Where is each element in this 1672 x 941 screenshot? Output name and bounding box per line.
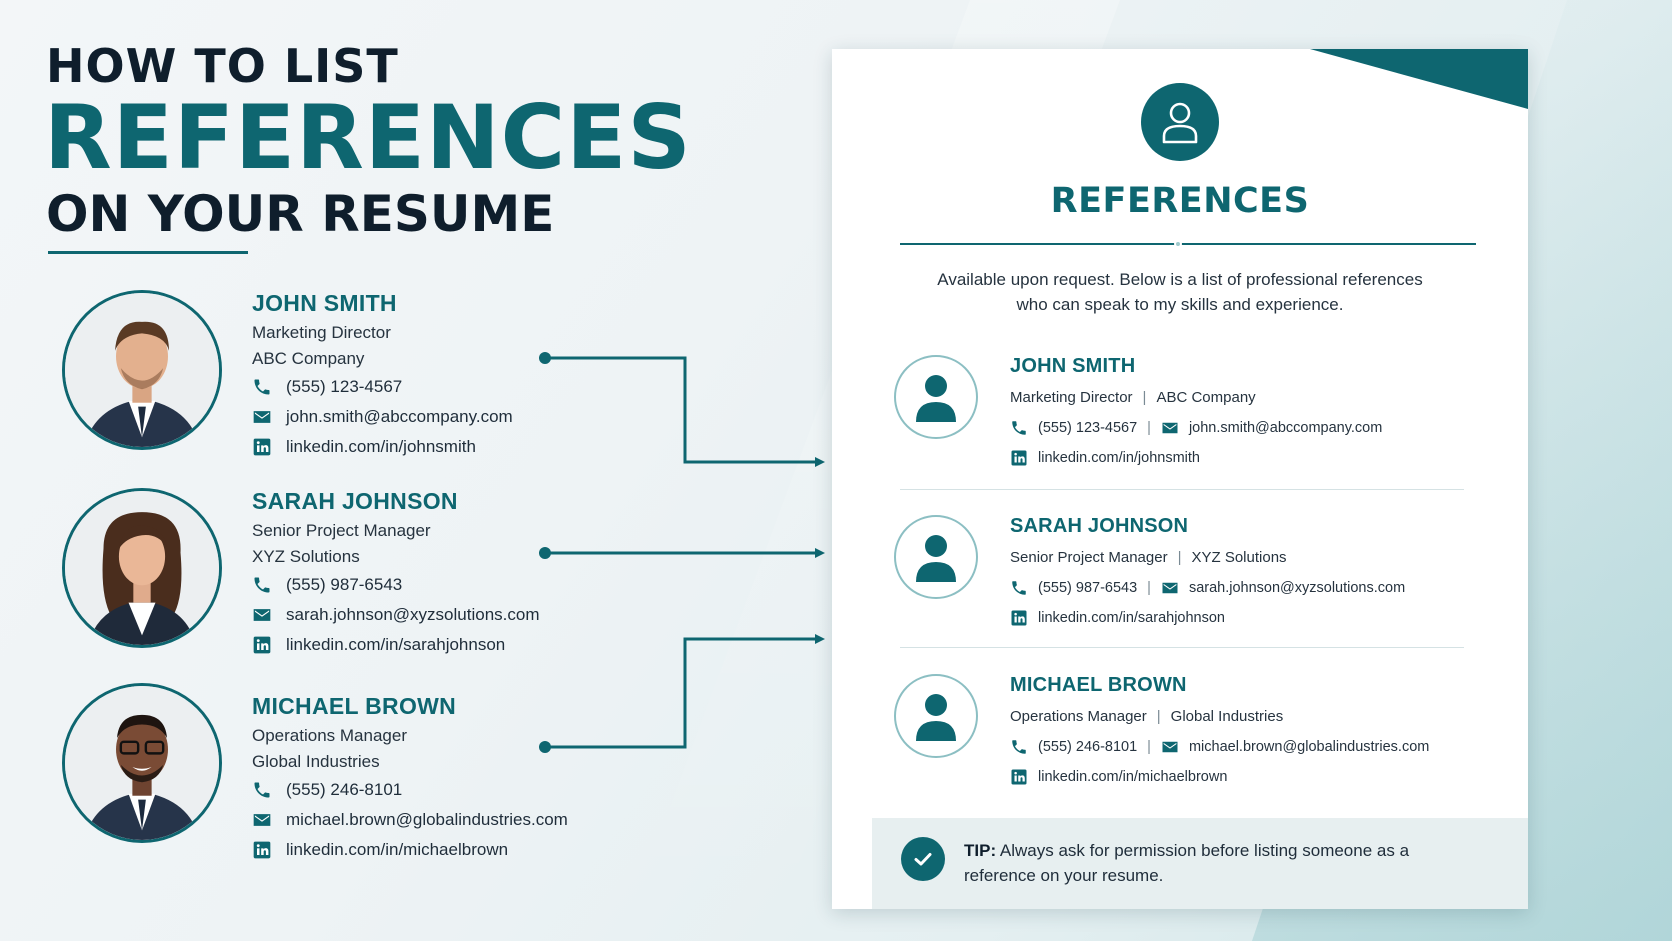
linkedin-icon bbox=[252, 635, 272, 655]
person-phone: (555) 123-4567 bbox=[252, 372, 652, 402]
reference-divider bbox=[900, 647, 1464, 648]
person-linkedin[interactable]: linkedin.com/in/sarahjohnson bbox=[252, 630, 652, 660]
tip-box: TIP: Always ask for permission before li… bbox=[872, 818, 1528, 909]
reference-contact-row: (555) 246-8101 | michael.brown@globalind… bbox=[1010, 732, 1480, 762]
reference-contact-row: (555) 123-4567 | john.smith@abccompany.c… bbox=[1010, 413, 1480, 443]
person-name: JOHN SMITH bbox=[252, 290, 397, 316]
reference-linkedin[interactable]: linkedin.com/in/johnsmith bbox=[1010, 443, 1480, 473]
phone-icon bbox=[252, 377, 272, 397]
title-line-1: HOW TO LIST bbox=[46, 39, 399, 93]
linkedin-icon bbox=[1010, 768, 1028, 786]
card-rule-dot bbox=[1174, 240, 1182, 248]
phone-icon bbox=[1010, 419, 1028, 437]
person-title: Operations Manager bbox=[252, 726, 407, 745]
email-icon bbox=[1161, 579, 1179, 597]
person-email[interactable]: sarah.johnson@xyzsolutions.com bbox=[252, 600, 652, 630]
email-icon bbox=[252, 605, 272, 625]
reference-email[interactable]: john.smith@abccompany.com bbox=[1188, 420, 1383, 436]
email-icon bbox=[1161, 738, 1179, 756]
person-phone: (555) 246-8101 bbox=[252, 775, 652, 805]
email-icon bbox=[1161, 419, 1179, 437]
user-icon bbox=[1141, 83, 1219, 161]
linkedin-icon bbox=[252, 840, 272, 860]
person-company: Global Industries bbox=[252, 752, 380, 771]
portrait-man-icon bbox=[65, 293, 219, 447]
reference-info: JOHN SMITH Marketing Director | ABC Comp… bbox=[1010, 355, 1480, 473]
email-icon bbox=[252, 810, 272, 830]
person-company: XYZ Solutions bbox=[252, 547, 360, 566]
person-info: JOHN SMITH Marketing Director ABC Compan… bbox=[252, 290, 652, 462]
check-icon bbox=[901, 837, 945, 881]
phone-icon bbox=[1010, 738, 1028, 756]
reference-email[interactable]: sarah.johnson@xyzsolutions.com bbox=[1188, 580, 1406, 596]
photo-sarah-johnson bbox=[62, 488, 222, 648]
portrait-man-glasses-icon bbox=[65, 686, 219, 840]
user-silhouette-icon bbox=[894, 355, 978, 439]
reference-linkedin[interactable]: linkedin.com/in/michaelbrown bbox=[1010, 762, 1480, 792]
user-silhouette-icon bbox=[894, 674, 978, 758]
reference-info: SARAH JOHNSON Senior Project Manager | X… bbox=[1010, 515, 1480, 633]
resume-references-card: REFERENCES Available upon request. Below… bbox=[832, 49, 1528, 909]
person-linkedin[interactable]: linkedin.com/in/michaelbrown bbox=[252, 835, 652, 865]
person-linkedin[interactable]: linkedin.com/in/johnsmith bbox=[252, 432, 652, 462]
tip-text: TIP: Always ask for permission before li… bbox=[964, 838, 1444, 888]
person-title: Senior Project Manager bbox=[252, 521, 431, 540]
reference-name: SARAH JOHNSON bbox=[1010, 515, 1189, 537]
photo-michael-brown bbox=[62, 683, 222, 843]
tip-body: Always ask for permission before listing… bbox=[964, 841, 1410, 885]
person-phone: (555) 987-6543 bbox=[252, 570, 652, 600]
reference-contact-row: (555) 987-6543 | sarah.johnson@xyzsoluti… bbox=[1010, 573, 1480, 603]
photo-john-smith bbox=[62, 290, 222, 450]
page-title: HOW TO LIST REFERENCES ON YOUR RESUME bbox=[44, 39, 692, 244]
linkedin-icon bbox=[252, 437, 272, 457]
card-title: REFERENCES bbox=[1050, 181, 1310, 221]
user-silhouette-icon bbox=[894, 515, 978, 599]
person-name: MICHAEL BROWN bbox=[252, 693, 457, 719]
reference-email[interactable]: michael.brown@globalindustries.com bbox=[1188, 739, 1430, 755]
phone-icon bbox=[1010, 579, 1028, 597]
title-line-2: REFERENCES bbox=[44, 86, 692, 189]
reference-name: MICHAEL BROWN bbox=[1010, 674, 1187, 696]
email-icon bbox=[252, 407, 272, 427]
reference-role: Senior Project Manager | XYZ Solutions bbox=[1010, 549, 1287, 566]
reference-role: Operations Manager | Global Industries bbox=[1010, 708, 1284, 725]
reference-role: Marketing Director | ABC Company bbox=[1010, 389, 1256, 406]
linkedin-icon bbox=[1010, 449, 1028, 467]
title-line-3: ON YOUR RESUME bbox=[46, 185, 555, 243]
tip-label: TIP: bbox=[964, 841, 997, 860]
reference-name: JOHN SMITH bbox=[1010, 355, 1136, 377]
linkedin-icon bbox=[1010, 609, 1028, 627]
person-info: MICHAEL BROWN Operations Manager Global … bbox=[252, 693, 652, 865]
reference-info: MICHAEL BROWN Operations Manager | Globa… bbox=[1010, 674, 1480, 792]
card-corner-accent bbox=[1310, 49, 1528, 109]
person-info: SARAH JOHNSON Senior Project Manager XYZ… bbox=[252, 488, 652, 660]
person-email[interactable]: john.smith@abccompany.com bbox=[252, 402, 652, 432]
card-intro: Available upon request. Below is a list … bbox=[937, 270, 1423, 314]
reference-linkedin[interactable]: linkedin.com/in/sarahjohnson bbox=[1010, 603, 1480, 633]
card-title-rule bbox=[900, 243, 1476, 245]
person-name: SARAH JOHNSON bbox=[252, 488, 458, 514]
reference-divider bbox=[900, 489, 1464, 490]
person-email[interactable]: michael.brown@globalindustries.com bbox=[252, 805, 652, 835]
portrait-woman-icon bbox=[65, 491, 219, 645]
title-underline bbox=[48, 251, 248, 254]
phone-icon bbox=[252, 780, 272, 800]
phone-icon bbox=[252, 575, 272, 595]
person-company: ABC Company bbox=[252, 349, 365, 368]
person-title: Marketing Director bbox=[252, 323, 391, 342]
